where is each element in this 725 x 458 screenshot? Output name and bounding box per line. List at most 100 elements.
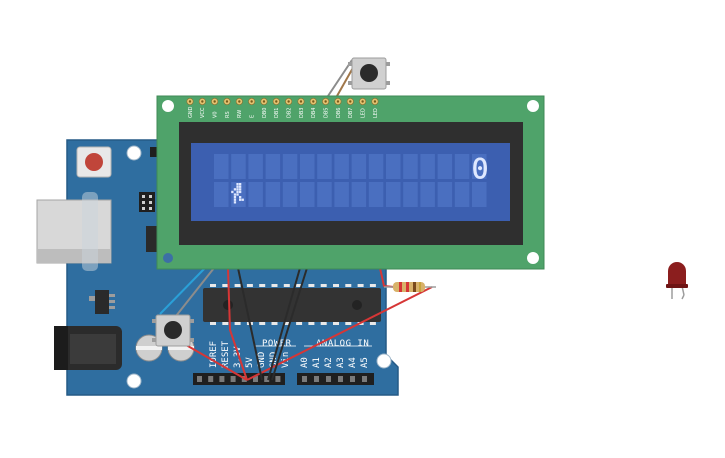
pin-label-a3: A3 <box>336 357 346 368</box>
lcd-cell <box>248 154 263 179</box>
lcd-pin-label: RS <box>225 111 231 118</box>
header-socket[interactable] <box>219 376 225 382</box>
led[interactable] <box>666 262 688 300</box>
chip-pin <box>234 284 241 287</box>
lcd-pin-hole <box>213 100 216 103</box>
pushbutton-cap[interactable] <box>360 64 378 82</box>
lcd-cell <box>265 154 281 179</box>
lcd-pin-label: V0 <box>212 111 218 118</box>
lcd-cell <box>231 154 246 179</box>
lcd-cell <box>403 154 418 179</box>
lcd-cell <box>403 182 418 207</box>
chip-pin <box>345 322 352 325</box>
lcd-pin-hole <box>275 100 278 103</box>
chip-pin <box>222 284 229 287</box>
header-socket[interactable] <box>326 376 331 382</box>
chip-pin <box>296 322 303 325</box>
chip-pin <box>271 284 278 287</box>
resistor[interactable] <box>384 282 436 292</box>
lcd-cell <box>334 154 349 179</box>
chip-pin <box>357 284 364 287</box>
lcd-pixel <box>239 190 242 194</box>
lcd-cell <box>420 154 435 179</box>
lcd-pixel <box>233 201 237 204</box>
pushbutton-cap[interactable] <box>164 321 182 339</box>
pin-label-ioref: IOREF <box>209 341 219 368</box>
lcd-pin-label: DB7 <box>348 108 354 118</box>
lcd-cell <box>317 154 332 179</box>
lcd-pixel <box>236 190 239 194</box>
wire-gray[interactable] <box>175 267 215 317</box>
lcd-cell <box>472 154 487 179</box>
lcd-pin-hole <box>336 100 340 103</box>
wire-brown[interactable] <box>336 65 355 97</box>
lcd-cell <box>386 154 401 179</box>
lcd-pin-hole <box>225 100 229 103</box>
lcd-pixel <box>236 185 239 188</box>
pushbutton-bottom[interactable] <box>152 314 194 347</box>
mounting-hole <box>376 353 392 369</box>
wire-black[interactable] <box>267 267 301 381</box>
pin-label-reset: RESET <box>221 340 231 368</box>
lcd-pixel <box>236 188 239 191</box>
lcd-pin-label: VCC <box>200 107 206 118</box>
wire-blue[interactable] <box>159 267 206 315</box>
lcd-pin-hole <box>361 100 364 103</box>
lcd-pin-hole <box>312 100 315 103</box>
lcd-pin-label: LED <box>373 108 379 118</box>
lcd-cell <box>317 182 332 207</box>
pushbutton-top[interactable] <box>348 57 390 90</box>
lcd-pin-label: DB4 <box>311 108 317 118</box>
icsp-header <box>139 192 155 212</box>
lcd-custom-character <box>231 183 244 204</box>
lcd-character-grid <box>214 154 487 207</box>
wire-black[interactable] <box>237 267 263 381</box>
lcd-cell <box>420 182 435 207</box>
header-socket[interactable] <box>302 376 307 382</box>
lcd-pixel <box>231 190 234 194</box>
lcd-pixel <box>236 183 239 186</box>
smd-chip <box>146 226 158 252</box>
lcd-cell <box>300 182 315 207</box>
chip-pin <box>210 284 216 287</box>
header-socket[interactable] <box>253 376 258 382</box>
header-socket[interactable] <box>275 376 281 382</box>
usb-port <box>36 192 112 271</box>
header-socket[interactable] <box>338 376 343 382</box>
header-socket[interactable] <box>197 376 202 382</box>
lcd-pin-label: DB3 <box>299 108 305 118</box>
lcd-pixel <box>241 198 244 201</box>
chip-pin <box>259 322 266 325</box>
lcd-cell <box>351 154 367 179</box>
chip-pin <box>246 284 253 287</box>
header-socket[interactable] <box>350 376 355 382</box>
header-socket[interactable] <box>208 376 214 382</box>
lcd-cell <box>265 182 281 207</box>
wire-black[interactable] <box>271 267 308 381</box>
pin-label-3v3: 3.3V <box>233 346 243 368</box>
lcd-pin-label: DB2 <box>286 108 292 118</box>
lcd-cell <box>386 182 401 207</box>
reset-button[interactable] <box>76 146 112 178</box>
header-socket[interactable] <box>314 376 319 382</box>
chip-pin <box>333 322 339 325</box>
lcd-pin-hole <box>250 100 253 103</box>
wire-red[interactable] <box>227 267 248 381</box>
chip-pins <box>210 284 376 287</box>
chip-pin <box>210 322 216 325</box>
lcd-pixel <box>233 198 237 201</box>
chip-pin <box>234 322 241 325</box>
mounting-hole <box>527 100 539 112</box>
smd-chip <box>150 147 160 157</box>
chip-pin <box>283 284 290 287</box>
lcd-pin-label: GND <box>188 106 194 118</box>
header-socket[interactable] <box>230 376 236 382</box>
pin-label-a0: A0 <box>300 357 310 368</box>
power-section-label: POWER <box>262 339 292 349</box>
lcd-pixel <box>233 196 237 199</box>
header-socket[interactable] <box>362 376 367 382</box>
lcd-pin-label: DB5 <box>323 108 329 118</box>
header-socket[interactable] <box>264 376 270 382</box>
